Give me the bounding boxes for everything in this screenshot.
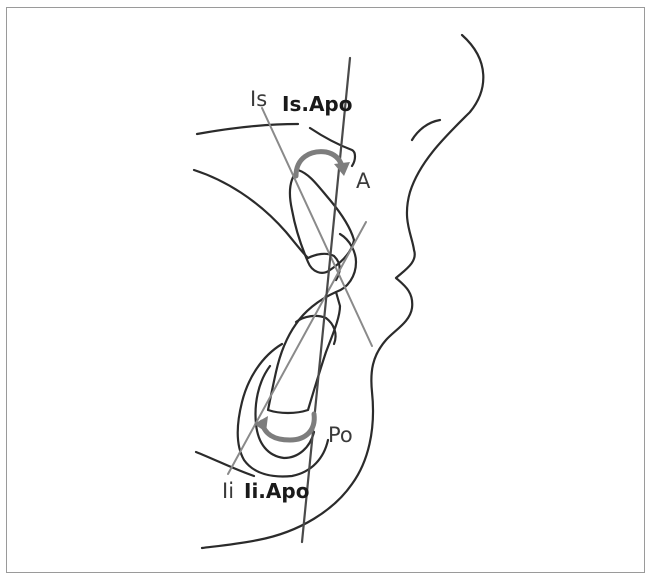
mandible-border xyxy=(196,452,254,476)
upper-incisor xyxy=(290,170,354,273)
lower-rotation-arrow xyxy=(262,414,314,440)
label-ii-apo: Ii.Apo xyxy=(244,479,309,503)
label-a-point: A xyxy=(356,169,371,193)
palatal-line xyxy=(197,124,298,134)
label-ii: Ii xyxy=(222,479,234,503)
label-po-point: Po xyxy=(328,423,353,447)
a-pog-line xyxy=(302,58,350,542)
label-is-apo: Is.Apo xyxy=(282,92,352,116)
nasal-curve xyxy=(412,120,440,140)
upper-arrow-head xyxy=(334,162,350,176)
anterior-nasal-spine xyxy=(310,128,355,166)
label-is: Is xyxy=(250,87,267,111)
lower-incisor xyxy=(268,292,340,413)
